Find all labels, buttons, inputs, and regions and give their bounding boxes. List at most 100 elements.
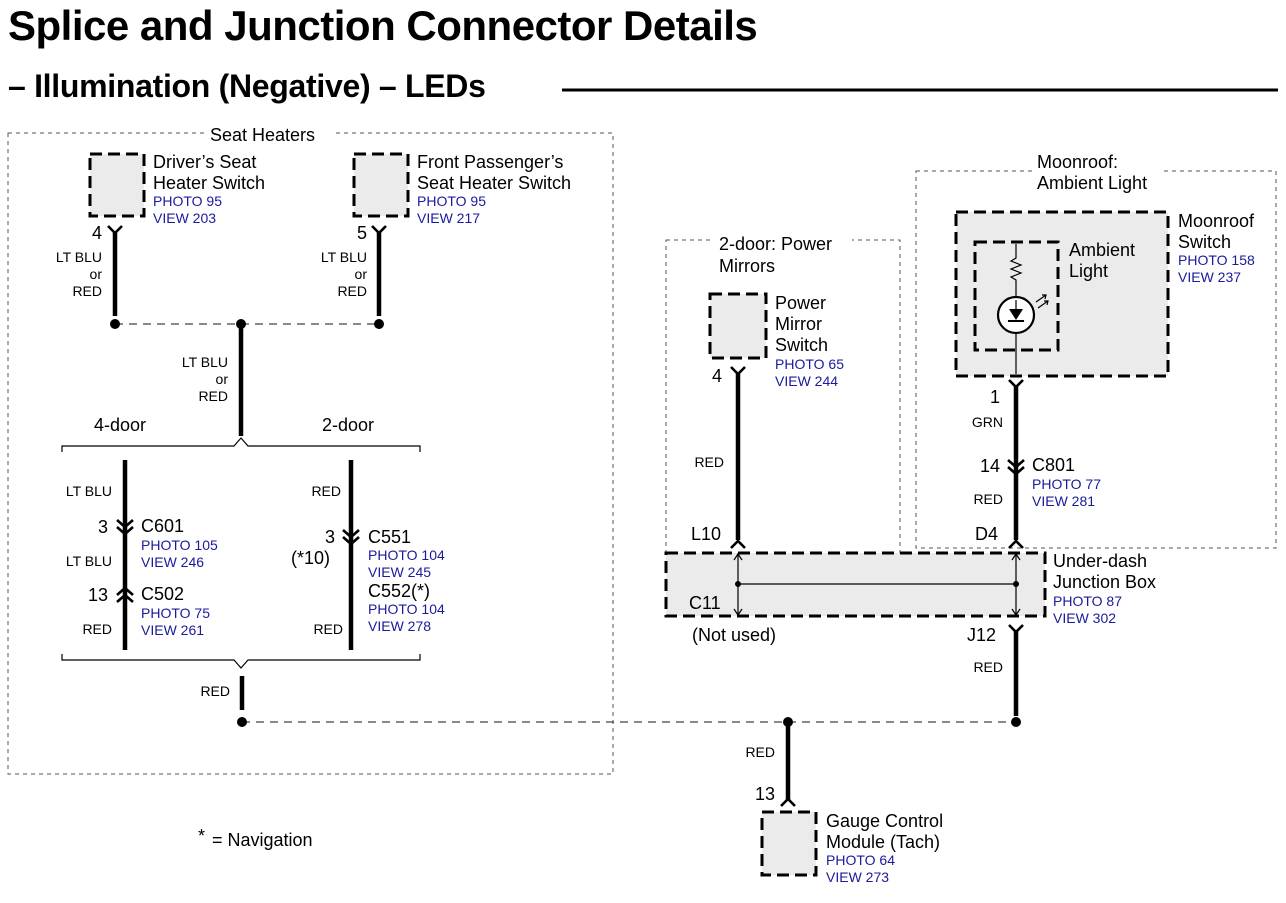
page-title: Splice and Junction Connector Details [8, 2, 758, 49]
gauge-module-name-2: Module (Tach) [826, 832, 940, 852]
gauge-module-name-1: Gauge Control [826, 811, 943, 831]
l10-label: L10 [691, 524, 721, 544]
two-door-wire-color-2: RED [313, 621, 343, 637]
seat-heaters-group [7, 132, 614, 775]
moonroof-pin-terminal [1008, 379, 1024, 389]
footnote-star: * [198, 826, 205, 846]
c801-photo: PHOTO 77 [1032, 476, 1101, 492]
ambient-light [973, 240, 1060, 352]
c601-view: VIEW 246 [141, 554, 204, 570]
moonroof-switch-photo: PHOTO 158 [1178, 252, 1255, 268]
seat-return-wire-color: RED [200, 683, 230, 699]
c551-view: VIEW 245 [368, 564, 431, 580]
passenger-pin-terminal [371, 225, 387, 235]
led-icon [996, 294, 1049, 335]
driver-switch-view: VIEW 203 [153, 210, 216, 226]
junction-box-internal-bus [733, 552, 1021, 617]
variant-brace-bottom [61, 654, 421, 669]
junction-box-photo: PHOTO 87 [1053, 593, 1122, 609]
common-wire-color-2: RED [198, 388, 228, 404]
passenger-seat-heater-switch [352, 152, 410, 218]
gauge-pin-terminal [780, 797, 796, 807]
c601-connector-symbol [116, 519, 134, 536]
c801-pin: 14 [980, 456, 1000, 476]
mirror-switch-pin: 4 [712, 366, 722, 386]
c601-pin: 3 [98, 517, 108, 537]
j12-label: J12 [967, 625, 996, 645]
c502-view: VIEW 261 [141, 622, 204, 638]
driver-seat-heater-switch [88, 152, 146, 218]
c551-name: C551 [368, 527, 411, 547]
c11-not-used: (Not used) [692, 625, 776, 645]
mirror-wire-color: RED [694, 454, 724, 470]
mirror-switch-name-2: Mirror [775, 314, 822, 334]
driver-switch-name-1: Driver’s Seat [153, 152, 256, 172]
junction-box-name-2: Junction Box [1053, 572, 1156, 592]
c552-view: VIEW 278 [368, 618, 431, 634]
l10-terminal [730, 539, 746, 549]
ambient-light-name-1: Ambient [1069, 240, 1135, 260]
j12-terminal [1008, 624, 1024, 634]
moonroof-switch-pin: 1 [990, 387, 1000, 407]
moonroof-switch-name-1: Moonroof [1178, 211, 1255, 231]
c801-view: VIEW 281 [1032, 493, 1095, 509]
c801-name: C801 [1032, 455, 1075, 475]
driver-switch-pin: 4 [92, 223, 102, 243]
two-door-wire-color-1: RED [311, 483, 341, 499]
c552-name: C552(*) [368, 581, 430, 601]
driver-wire-color-2: RED [72, 283, 102, 299]
c601-name: C601 [141, 516, 184, 536]
mirror-switch-photo: PHOTO 65 [775, 356, 844, 372]
common-wire-color-1: LT BLU [182, 354, 228, 370]
ambient-light-name-2: Light [1069, 261, 1108, 281]
d4-terminal [1008, 539, 1024, 549]
c502-connector-symbol [116, 586, 134, 603]
c11-label: C11 [689, 593, 721, 613]
mirror-switch-name-1: Power [775, 293, 826, 313]
c801-connector-symbol [1007, 459, 1025, 476]
seat-heaters-label: Seat Heaters [210, 125, 315, 145]
passenger-switch-name-2: Seat Heater Switch [417, 173, 571, 193]
c502-photo: PHOTO 75 [141, 605, 210, 621]
passenger-wire-color-2: RED [337, 283, 367, 299]
four-door-label: 4-door [94, 415, 146, 435]
moonroof-label-1: Moonroof: [1037, 152, 1118, 172]
c502-name: C502 [141, 584, 184, 604]
moonroof-wire-color-1: GRN [972, 414, 1003, 430]
passenger-switch-pin: 5 [357, 223, 367, 243]
driver-wire-color-1: LT BLU [56, 249, 102, 265]
splice-point [1011, 717, 1021, 727]
variant-brace-top [61, 437, 421, 452]
c502-pin: 13 [88, 585, 108, 605]
gauge-wire-color: RED [745, 744, 775, 760]
moonroof-switch-name-2: Switch [1178, 232, 1231, 252]
mirrors-group [665, 239, 901, 556]
two-door-label: 2-door [322, 415, 374, 435]
moonroof-wire-color-2: RED [973, 491, 1003, 507]
c601-photo: PHOTO 105 [141, 537, 218, 553]
driver-switch-name-2: Heater Switch [153, 173, 265, 193]
mirrors-label-1: 2-door: Power [719, 234, 832, 254]
moonroof-switch-view: VIEW 237 [1178, 269, 1241, 285]
four-door-wire-color-1: LT BLU [66, 483, 112, 499]
passenger-wire-color-or: or [355, 266, 368, 282]
gauge-module-view: VIEW 273 [826, 869, 889, 885]
splice-point [374, 319, 384, 329]
passenger-switch-photo: PHOTO 95 [417, 193, 486, 209]
passenger-wire-color-1: LT BLU [321, 249, 367, 265]
gauge-module-pin: 13 [755, 784, 775, 804]
moonroof-switch [954, 210, 1170, 378]
c551-photo: PHOTO 104 [368, 547, 445, 563]
footnote-text: = Navigation [212, 830, 313, 850]
c551-pin: 3 [325, 527, 335, 547]
driver-pin-terminal [107, 225, 123, 235]
four-door-wire-color-2: LT BLU [66, 553, 112, 569]
junction-box-view: VIEW 302 [1053, 610, 1116, 626]
passenger-switch-name-1: Front Passenger’s [417, 152, 563, 172]
driver-wire-color-or: or [90, 266, 103, 282]
c552-photo: PHOTO 104 [368, 601, 445, 617]
passenger-switch-view: VIEW 217 [417, 210, 480, 226]
splice-point [110, 319, 120, 329]
c551-note: (*10) [291, 548, 330, 568]
